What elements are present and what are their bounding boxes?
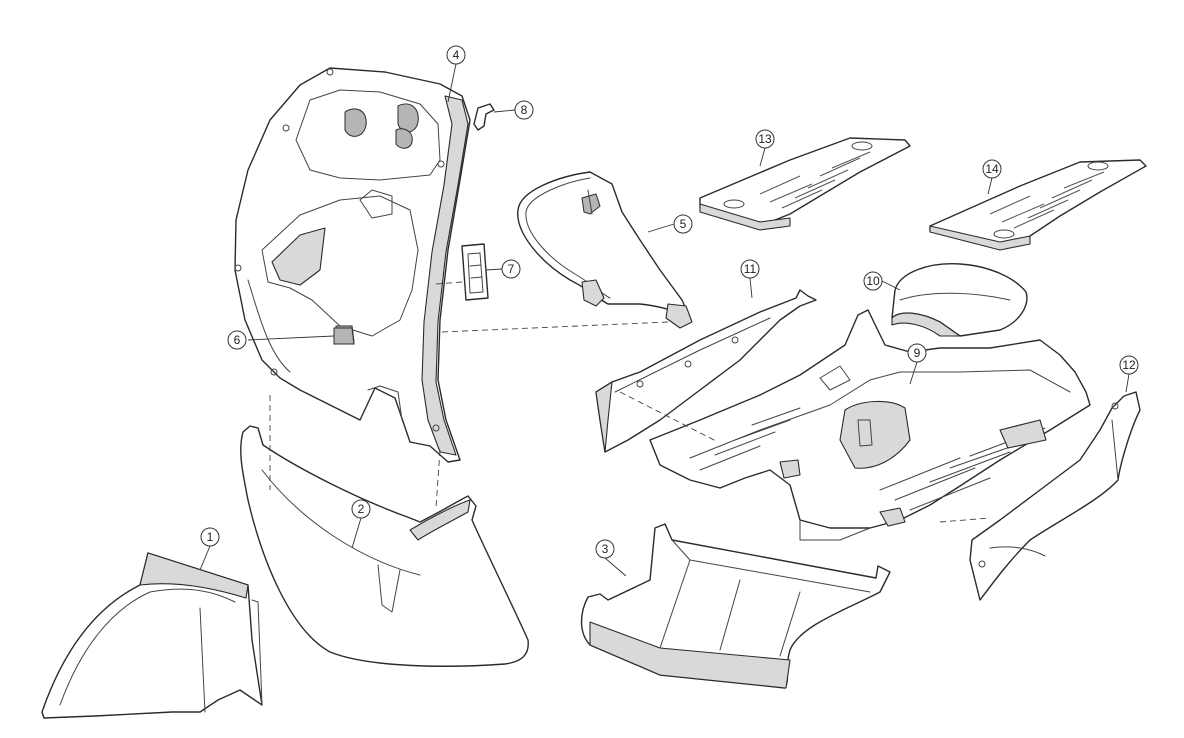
callout-6-label: 6 [234,333,241,347]
part-lower-front-cover [240,425,529,667]
part-hook-8 [473,103,495,131]
part-floor-panel [649,309,1091,541]
callout-10-label: 10 [866,274,880,288]
part-under-cover [580,523,891,689]
callout-8: 8 [514,100,534,120]
callout-14-label: 14 [985,162,999,176]
part-tunnel-cover [891,263,1028,337]
callout-11: 11 [740,259,760,279]
part-right-side-cover [969,391,1141,601]
callout-12-label: 12 [1122,358,1136,372]
callout-4-label: 4 [453,48,460,62]
callout-9: 9 [907,343,927,363]
callout-7: 7 [501,259,521,279]
leader-lines [199,63,1130,577]
callout-13-label: 13 [758,132,772,146]
callout-1: 1 [200,527,220,547]
callout-3-label: 3 [602,542,609,556]
part-front-fender [41,552,263,719]
callout-13: 13 [755,129,775,149]
callout-9-label: 9 [914,346,921,360]
part-trim-strip [517,171,693,329]
callout-6: 6 [227,330,247,350]
part-clip-6 [333,327,355,345]
callout-7-label: 7 [508,262,515,276]
callout-14: 14 [982,159,1002,179]
part-grille-7 [461,243,489,301]
callout-12: 12 [1119,355,1139,375]
callout-5: 5 [673,214,693,234]
callout-2: 2 [351,499,371,519]
part-floor-mat-14 [929,159,1147,251]
part-leg-shield-inner [234,67,471,463]
part-floor-mat-13 [699,137,911,231]
callout-4: 4 [446,45,466,65]
callout-2-label: 2 [358,502,365,516]
callout-1-label: 1 [207,530,214,544]
part-left-side-cover [595,289,817,453]
callout-10: 10 [863,271,883,291]
callout-8-label: 8 [521,103,528,117]
callout-5-label: 5 [680,217,687,231]
callout-11-label: 11 [744,262,757,276]
alignment-lines [269,281,991,523]
callout-3: 3 [595,539,615,559]
